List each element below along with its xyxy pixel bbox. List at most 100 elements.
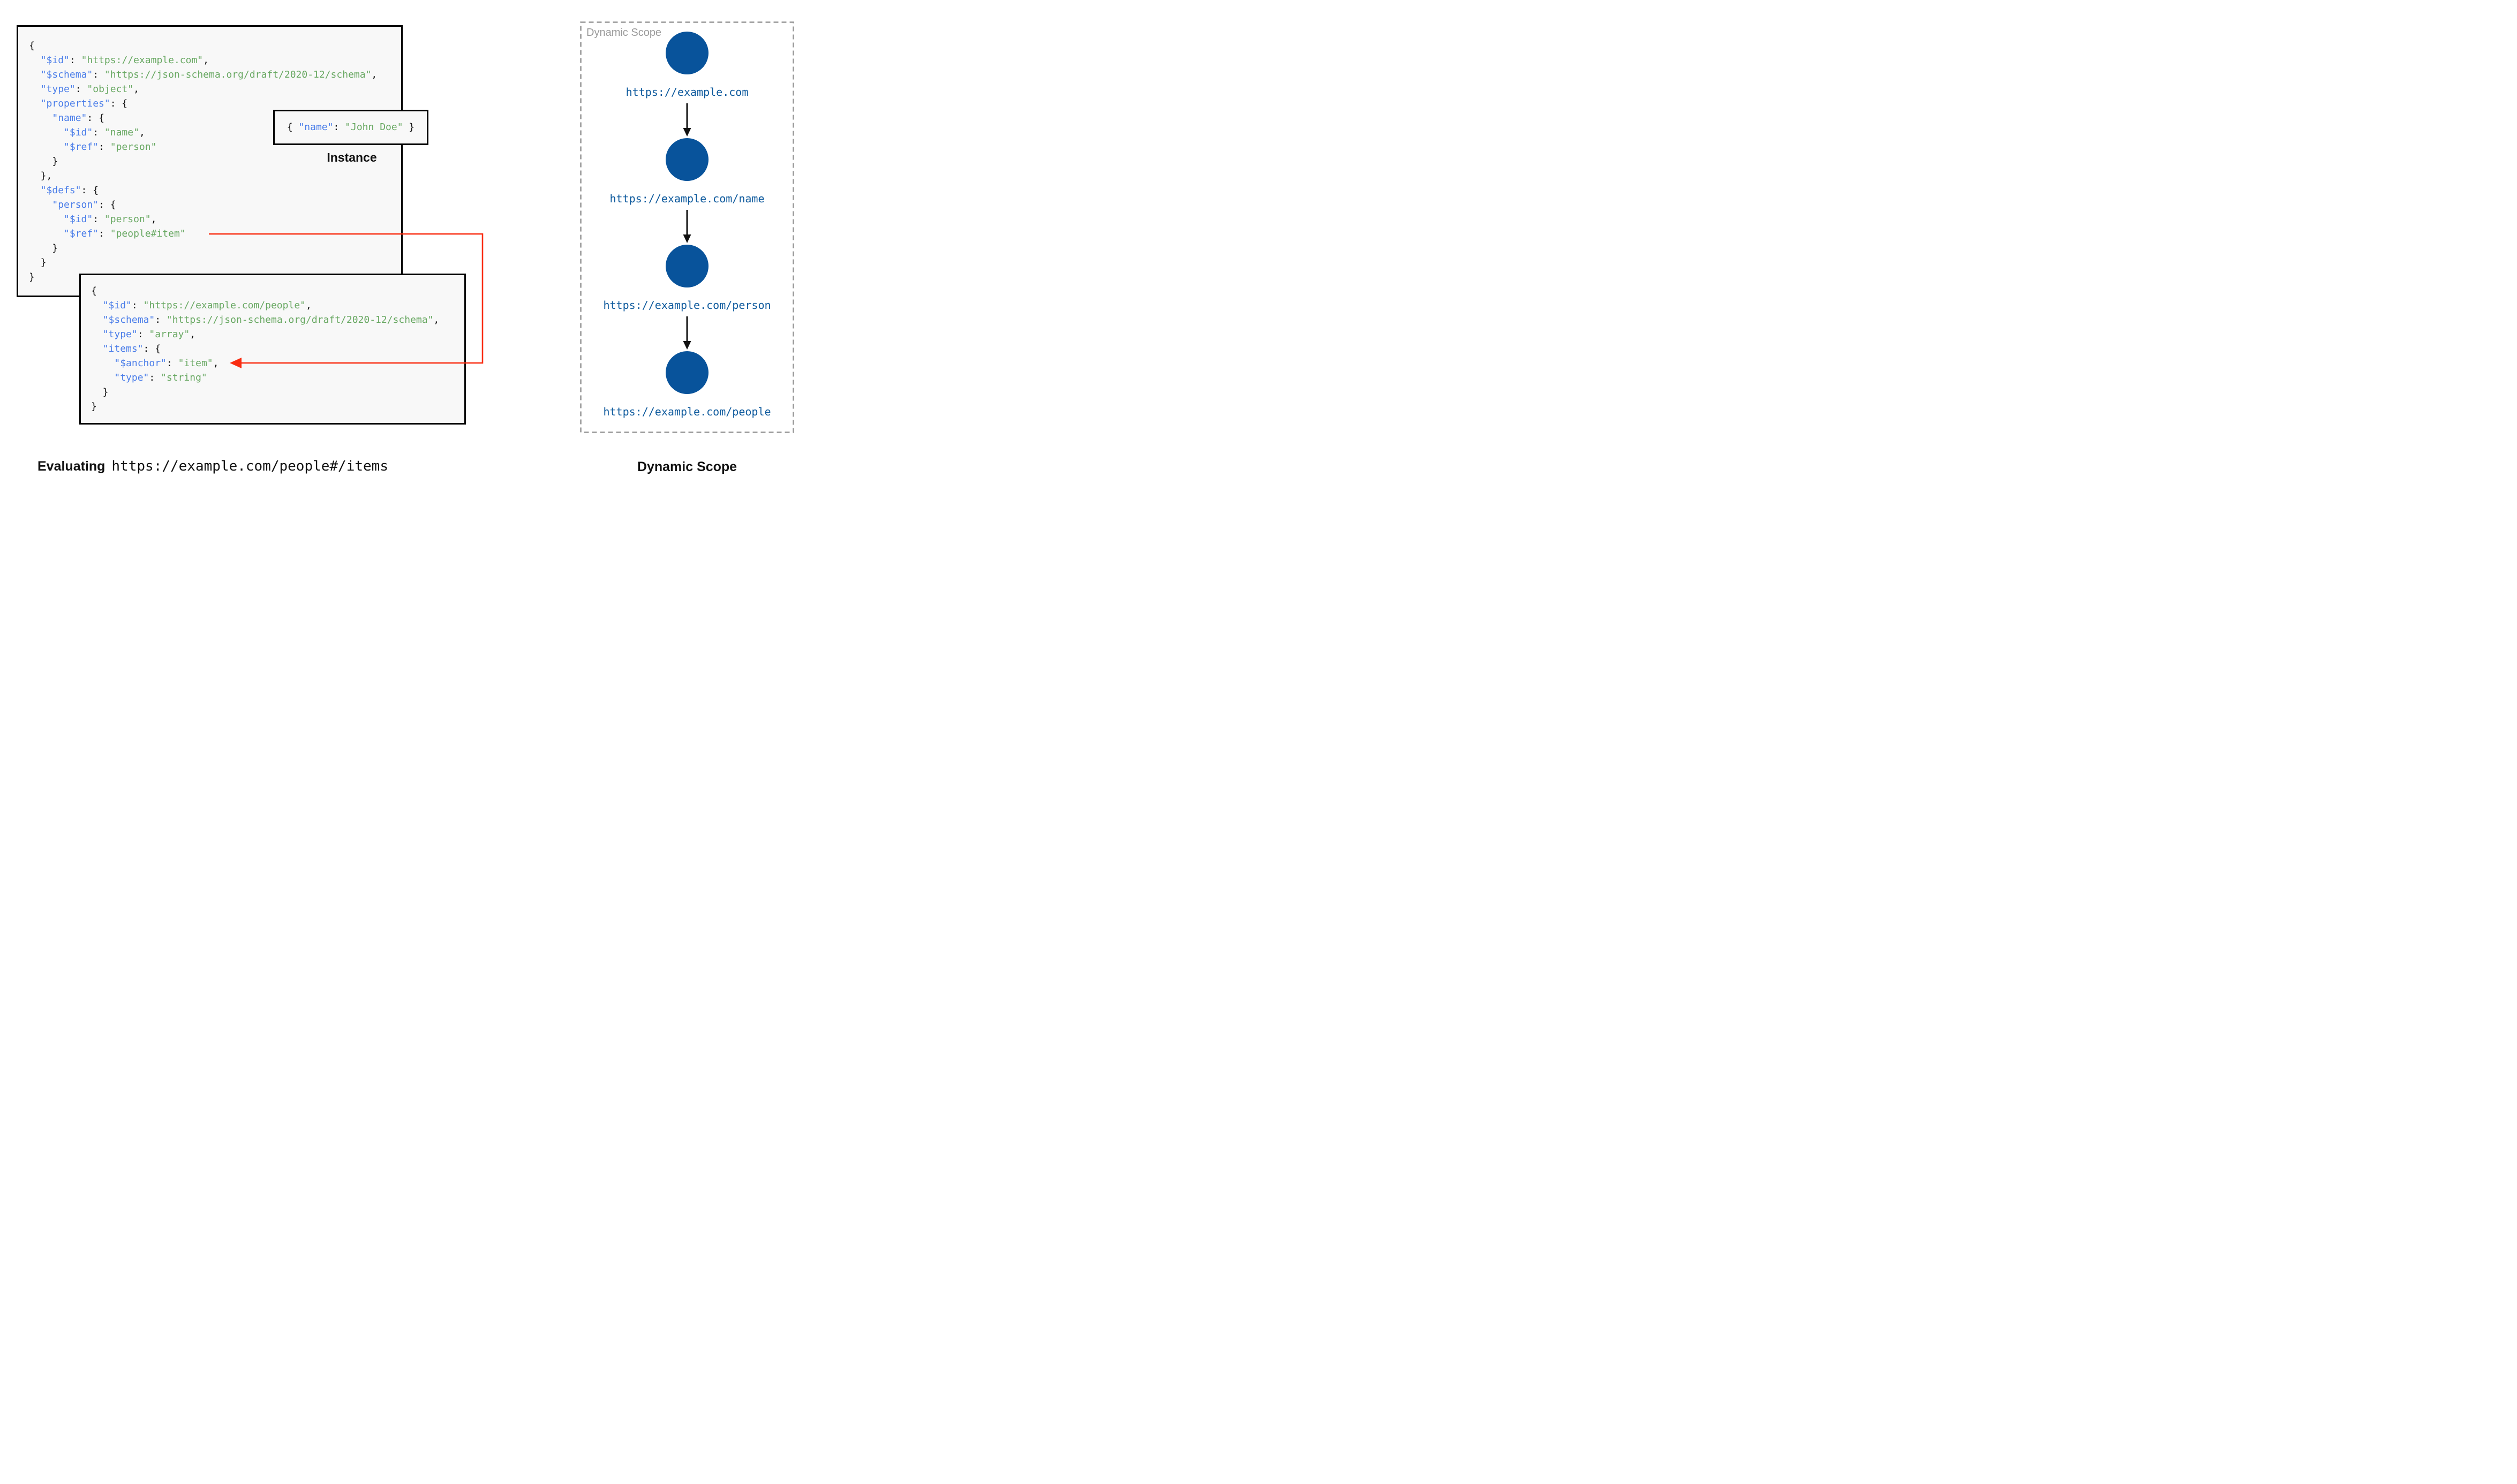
- code-punct: ,: [371, 69, 378, 80]
- scope-node-circle: [666, 138, 709, 181]
- code-string: "array": [149, 329, 190, 340]
- code-key: "items": [102, 343, 144, 354]
- code-line: "type": "array",: [91, 327, 464, 342]
- code-punct: }: [91, 401, 97, 412]
- schema-people-box: { "$id": "https://example.com/people", "…: [79, 274, 466, 425]
- code-punct: }: [29, 156, 58, 167]
- code-punct: ,: [190, 329, 196, 340]
- code-string: "https://example.com": [81, 55, 204, 66]
- code-key: "$id": [64, 214, 93, 225]
- code-string: "https://json-schema.org/draft/2020-12/s…: [104, 69, 372, 80]
- code-line: }: [29, 241, 401, 255]
- code-punct: ,: [139, 127, 145, 138]
- code-punct: }: [91, 387, 109, 398]
- code-punct: {: [29, 40, 35, 51]
- code-punct: ,: [433, 314, 440, 325]
- scope-node-url: https://example.com/people: [603, 405, 771, 418]
- code-punct: ,: [203, 55, 209, 66]
- code-punct: :: [131, 300, 144, 311]
- code-string: "item": [178, 358, 213, 369]
- code-key: "$id": [102, 300, 132, 311]
- code-punct: }: [29, 257, 47, 268]
- scope-node-url: https://example.com: [626, 86, 749, 99]
- scope-node-circle: [666, 32, 709, 74]
- code-string: "string": [161, 372, 207, 383]
- code-punct: : {: [87, 112, 104, 124]
- code-string: "name": [104, 127, 139, 138]
- code-string: "https://example.com/people": [143, 300, 306, 311]
- code-key: "name": [298, 122, 334, 133]
- code-punct: },: [29, 170, 52, 181]
- code-punct: [29, 84, 41, 95]
- code-punct: :: [75, 84, 87, 95]
- code-punct: }: [29, 243, 58, 254]
- code-key: "$anchor": [114, 358, 167, 369]
- code-key: "type": [114, 372, 149, 383]
- code-punct: [91, 372, 114, 383]
- code-punct: :: [93, 69, 104, 80]
- code-line: "$ref": "people#item": [29, 226, 401, 241]
- code-punct: [29, 185, 41, 196]
- code-key: "$schema": [102, 314, 155, 325]
- code-punct: :: [69, 55, 81, 66]
- code-punct: : {: [81, 185, 99, 196]
- code-key: "$ref": [64, 141, 99, 153]
- code-line: "type": "object",: [29, 82, 401, 96]
- code-key: "$id": [40, 55, 70, 66]
- code-punct: [29, 69, 41, 80]
- code-key: "type": [40, 84, 76, 95]
- code-punct: [29, 55, 41, 66]
- code-key: "$defs": [40, 185, 81, 196]
- code-punct: :: [93, 127, 104, 138]
- evaluating-label: Evaluating: [37, 459, 105, 474]
- scope-node-url: https://example.com/person: [603, 299, 771, 312]
- code-punct: : {: [143, 343, 161, 354]
- code-string: "people#item": [110, 228, 186, 239]
- code-line: "$defs": {: [29, 183, 401, 198]
- instance-label: Instance: [327, 150, 377, 164]
- code-punct: [91, 300, 103, 311]
- code-punct: ,: [213, 358, 219, 369]
- code-punct: {: [287, 122, 299, 133]
- code-line: }: [29, 255, 401, 270]
- evaluating-uri: https://example.com/people#/items: [111, 458, 388, 474]
- code-string: "object": [87, 84, 134, 95]
- dynamic-scope-watermark: Dynamic Scope: [586, 27, 662, 39]
- code-line: "$ref": "person": [29, 140, 401, 154]
- code-punct: [91, 314, 103, 325]
- code-line: "type": "string": [91, 370, 464, 385]
- evaluating-caption: Evaluating https://example.com/people#/i…: [37, 458, 388, 474]
- code-punct: ,: [306, 300, 312, 311]
- diagram-canvas: { "$id": "https://example.com", "$schema…: [0, 0, 839, 495]
- dynamic-scope-panel: Dynamic Scope https://example.com https:…: [580, 21, 794, 433]
- code-punct: }: [403, 122, 415, 133]
- code-line: "$id": "person",: [29, 212, 401, 226]
- code-key: "properties": [40, 98, 110, 109]
- code-line: }: [29, 270, 401, 284]
- code-punct: : {: [110, 98, 128, 109]
- code-line: }: [91, 385, 464, 399]
- code-line: "name": {: [29, 111, 401, 125]
- code-punct: [29, 214, 64, 225]
- code-key: "$schema": [40, 69, 93, 80]
- code-line: }: [29, 154, 401, 169]
- code-punct: [29, 112, 52, 124]
- code-line: { "name": "John Doe" }: [287, 123, 415, 132]
- code-punct: [91, 343, 103, 354]
- code-line: "items": {: [91, 342, 464, 356]
- code-key: "$ref": [64, 228, 99, 239]
- code-string: "person": [104, 214, 151, 225]
- code-key: "person": [52, 199, 99, 210]
- code-punct: [29, 127, 64, 138]
- code-punct: [29, 228, 64, 239]
- code-line: {: [29, 39, 401, 53]
- code-line: "person": {: [29, 198, 401, 212]
- code-line: },: [29, 169, 401, 183]
- dynamic-scope-caption: Dynamic Scope: [637, 459, 737, 474]
- code-line: "$schema": "https://json-schema.org/draf…: [29, 67, 401, 82]
- code-string: "person": [110, 141, 157, 153]
- code-line: "$schema": "https://json-schema.org/draf…: [91, 313, 464, 327]
- code-punct: :: [137, 329, 149, 340]
- scope-node-circle: [666, 245, 709, 287]
- code-punct: {: [91, 285, 97, 297]
